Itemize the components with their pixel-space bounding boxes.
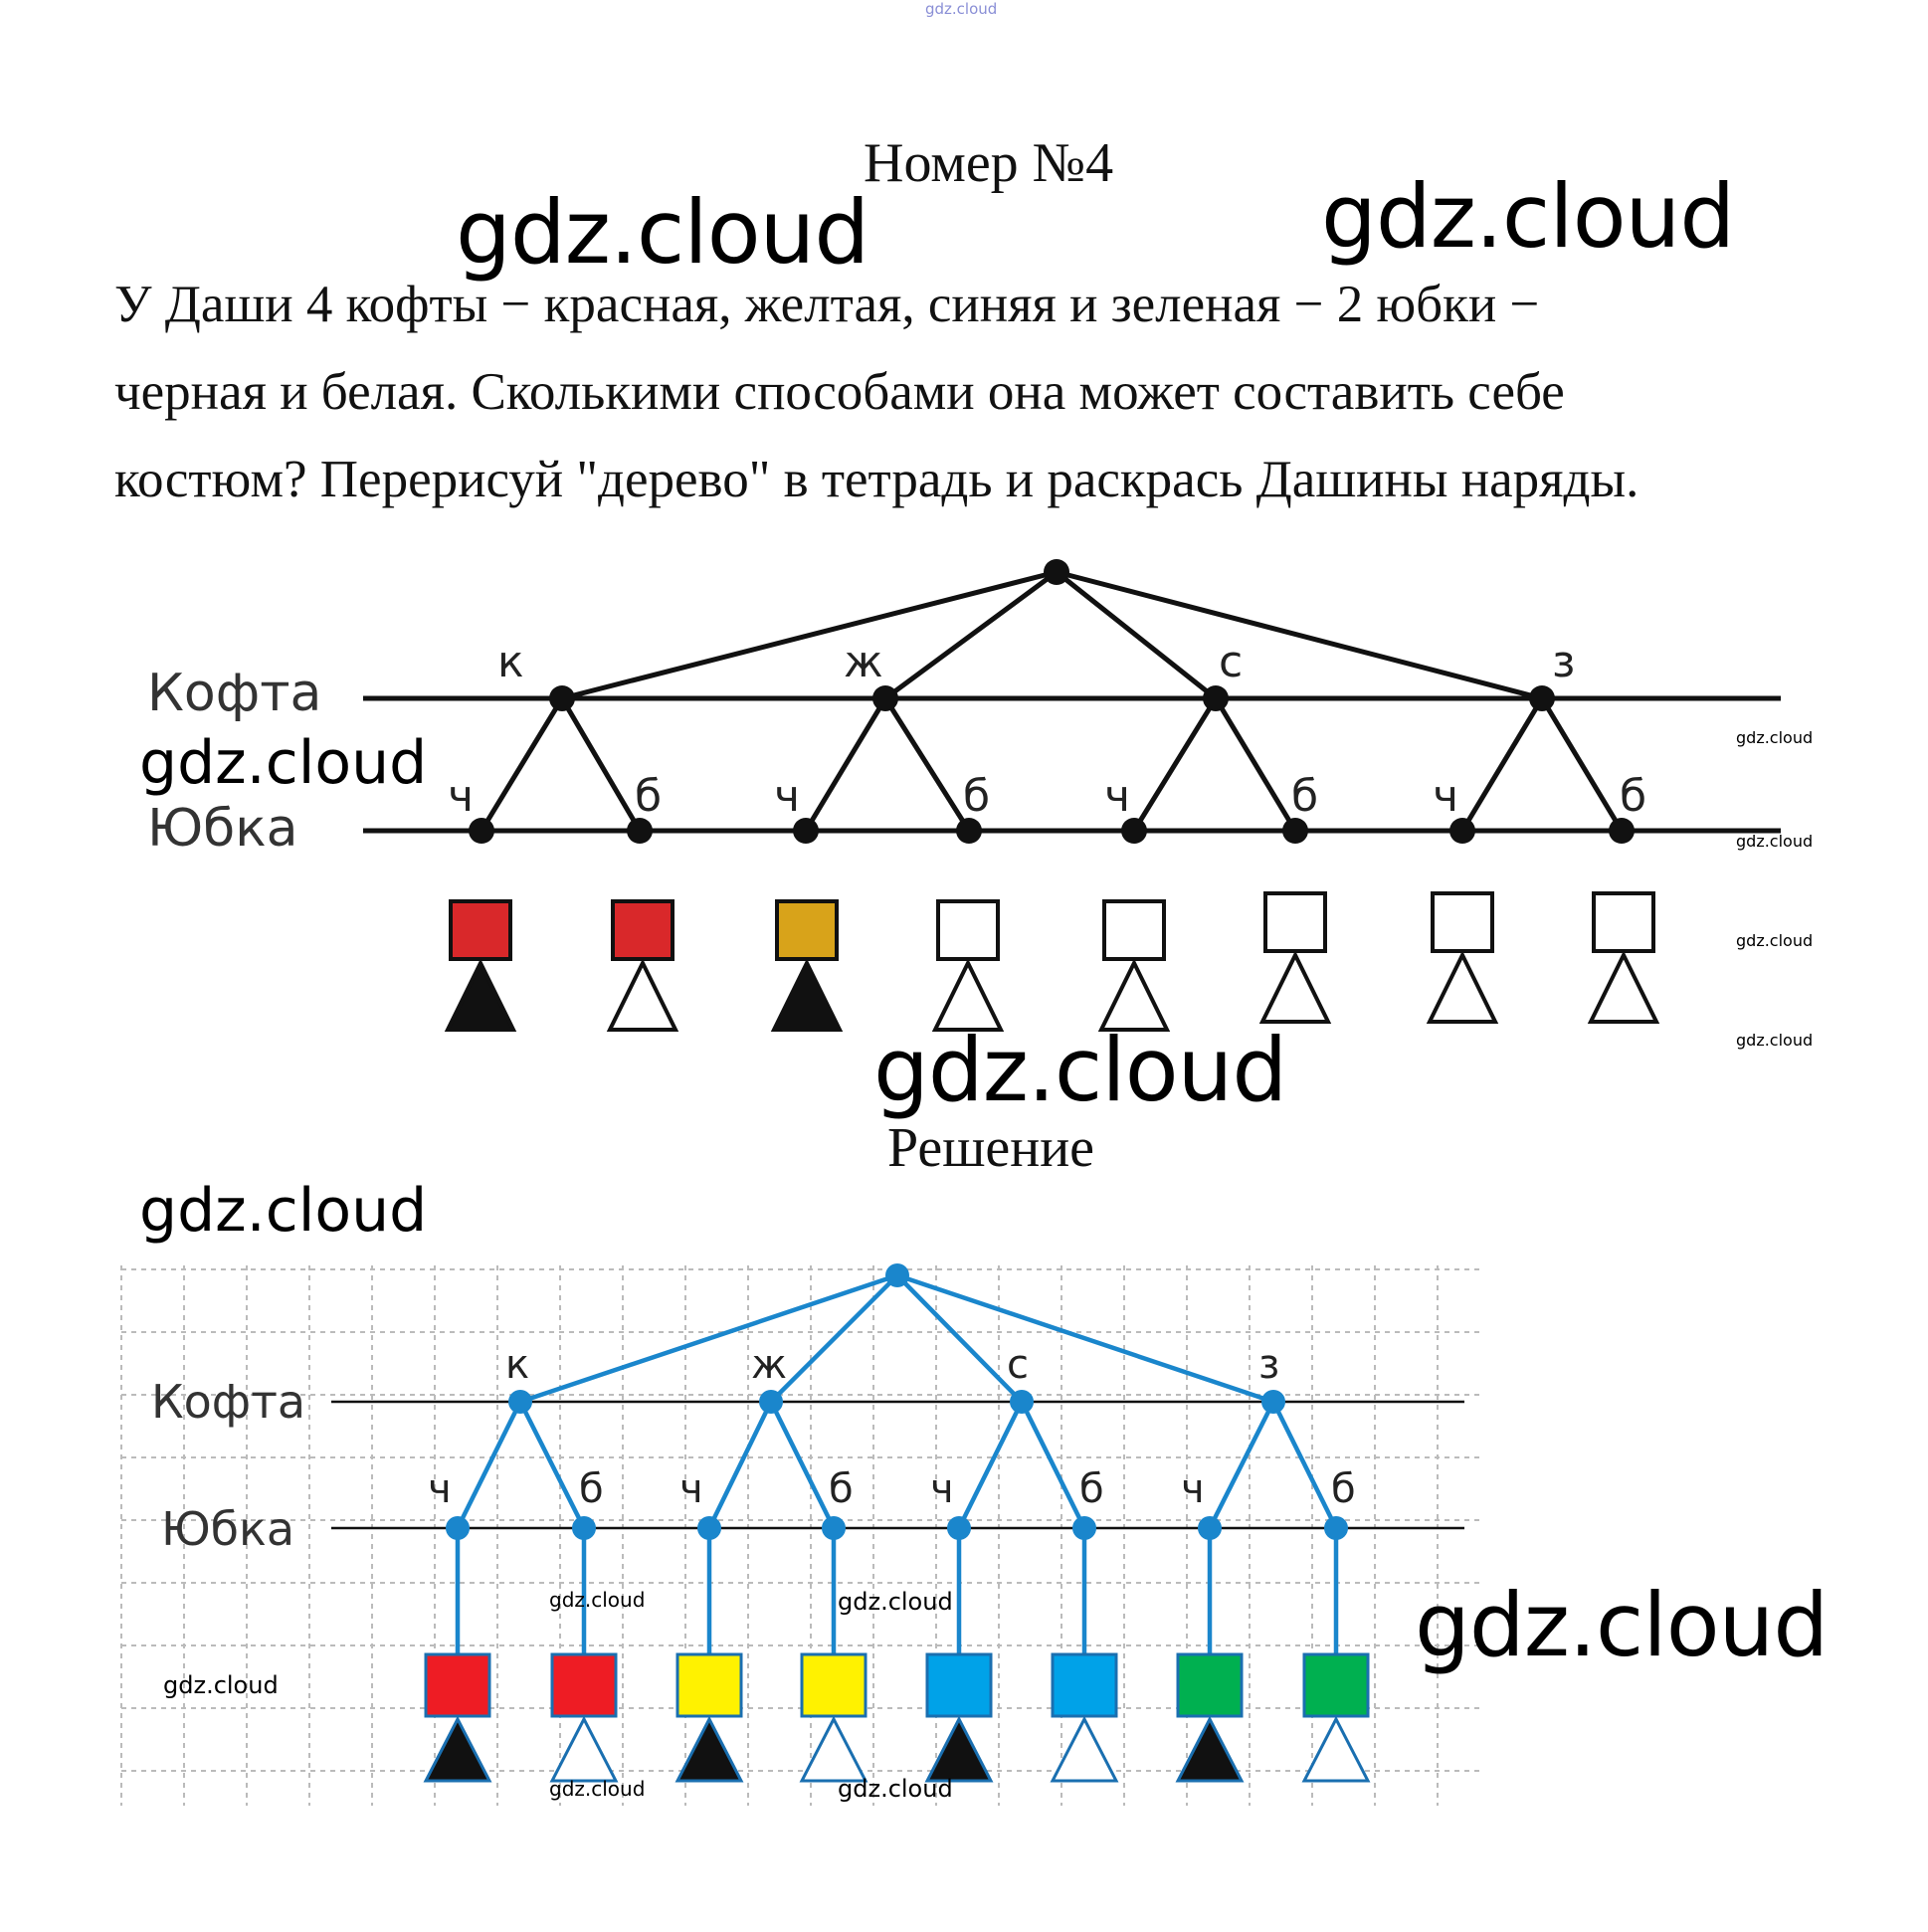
- solution-skirt-white: [549, 1715, 619, 1783]
- solution-row-label-skirt: Юбка: [161, 1502, 294, 1556]
- watermark: gdz.cloud: [549, 1777, 646, 1801]
- solution-skirt-label: ч: [930, 1466, 954, 1512]
- watermark: gdz.cloud: [1736, 832, 1814, 851]
- task-skirt-triangle: [444, 958, 517, 1032]
- problem-line-3: костюм? Перерисуй "дерево" в тетрадь и р…: [114, 451, 1639, 508]
- task-blouse-square: [775, 899, 839, 961]
- solution-skirt-label: б: [1079, 1466, 1104, 1512]
- watermark: gdz.cloud: [838, 1588, 953, 1616]
- task-skirt-triangle: [1258, 950, 1332, 1024]
- solution-skirt-black: [423, 1715, 492, 1783]
- watermark: gdz.cloud: [1736, 1031, 1814, 1050]
- watermark: gdz.cloud: [873, 1019, 1287, 1121]
- solution-blouse-label: к: [505, 1342, 529, 1388]
- watermark: gdz.cloud: [139, 1176, 428, 1246]
- watermark: gdz.cloud: [456, 181, 869, 284]
- task-blouse-square: [936, 899, 1000, 961]
- solution-skirt-label: б: [1331, 1466, 1356, 1512]
- task-skirt-label: б: [1291, 771, 1318, 822]
- task-blouse-label: к: [497, 637, 524, 687]
- solution-blouse-red: [550, 1652, 618, 1718]
- solution-skirt-black: [1175, 1715, 1245, 1783]
- solution-blouse-label: ж: [751, 1342, 787, 1388]
- task-blouse-label: с: [1219, 637, 1243, 687]
- task-skirt-label: б: [635, 771, 662, 822]
- task-blouse-label: з: [1552, 637, 1575, 687]
- watermark: gdz.cloud: [1321, 165, 1735, 268]
- watermark: gdz.cloud: [139, 728, 428, 798]
- task-blouse-square: [449, 899, 512, 961]
- solution-blouse-yellow: [675, 1652, 743, 1718]
- solution-blouse-label: с: [1007, 1342, 1029, 1388]
- solution-blouse-green: [1176, 1652, 1244, 1718]
- solution-label: Решение: [887, 1117, 1095, 1179]
- task-skirt-triangle: [1426, 950, 1499, 1024]
- task-row-label-skirt: Юбка: [147, 799, 297, 859]
- problem-line-2: черная и белая. Сколькими способами она …: [114, 363, 1565, 421]
- solution-skirt-white: [799, 1715, 868, 1783]
- problem-text: У Даши 4 кофты − красная, желтая, синяя …: [114, 261, 1885, 523]
- task-skirt-triangle: [1587, 950, 1660, 1024]
- task-blouse-label: ж: [844, 637, 883, 687]
- task-skirt-label: ч: [1433, 771, 1458, 822]
- task-blouse-square: [1431, 891, 1494, 953]
- watermark: gdz.cloud: [549, 1588, 646, 1612]
- task-skirt-label: ч: [774, 771, 800, 822]
- watermark-top: gdz.cloud: [925, 0, 998, 18]
- solution-blouse-green: [1302, 1652, 1370, 1718]
- task-skirt-label: б: [963, 771, 990, 822]
- task-skirt-label: б: [1620, 771, 1646, 822]
- solution-skirt-black: [924, 1715, 994, 1783]
- solution-blouse-blue: [925, 1652, 993, 1718]
- solution-blouse-yellow: [800, 1652, 868, 1718]
- solution-blouse-red: [424, 1652, 491, 1718]
- solution-skirt-label: б: [829, 1466, 854, 1512]
- task-skirt-triangle: [770, 958, 844, 1032]
- page-title: Номер №4: [864, 132, 1114, 194]
- task-skirt-triangle: [931, 958, 1005, 1032]
- task-row-label-blouse: Кофта: [147, 664, 321, 723]
- watermark: gdz.cloud: [1415, 1574, 1829, 1676]
- watermark: gdz.cloud: [838, 1775, 953, 1803]
- solution-blouse-blue: [1051, 1652, 1118, 1718]
- task-skirt-triangle: [606, 958, 679, 1032]
- solution-skirt-black: [675, 1715, 744, 1783]
- task-skirt-label: ч: [1104, 771, 1130, 822]
- solution-blouse-label: з: [1258, 1342, 1279, 1388]
- task-skirt-triangle: [1097, 958, 1171, 1032]
- watermark: gdz.cloud: [1736, 931, 1814, 950]
- watermark: gdz.cloud: [163, 1671, 279, 1699]
- solution-skirt-label: ч: [1181, 1466, 1205, 1512]
- task-skirt-label: ч: [448, 771, 474, 822]
- solution-skirt-label: ч: [428, 1466, 452, 1512]
- watermark: gdz.cloud: [1736, 728, 1814, 747]
- solution-skirt-white: [1050, 1715, 1119, 1783]
- solution-skirt-white: [1301, 1715, 1371, 1783]
- solution-skirt-label: б: [579, 1466, 604, 1512]
- solution-row-label-blouse: Кофта: [151, 1375, 305, 1429]
- solution-skirt-label: ч: [679, 1466, 703, 1512]
- problem-line-1: У Даши 4 кофты − красная, желтая, синяя …: [114, 276, 1540, 333]
